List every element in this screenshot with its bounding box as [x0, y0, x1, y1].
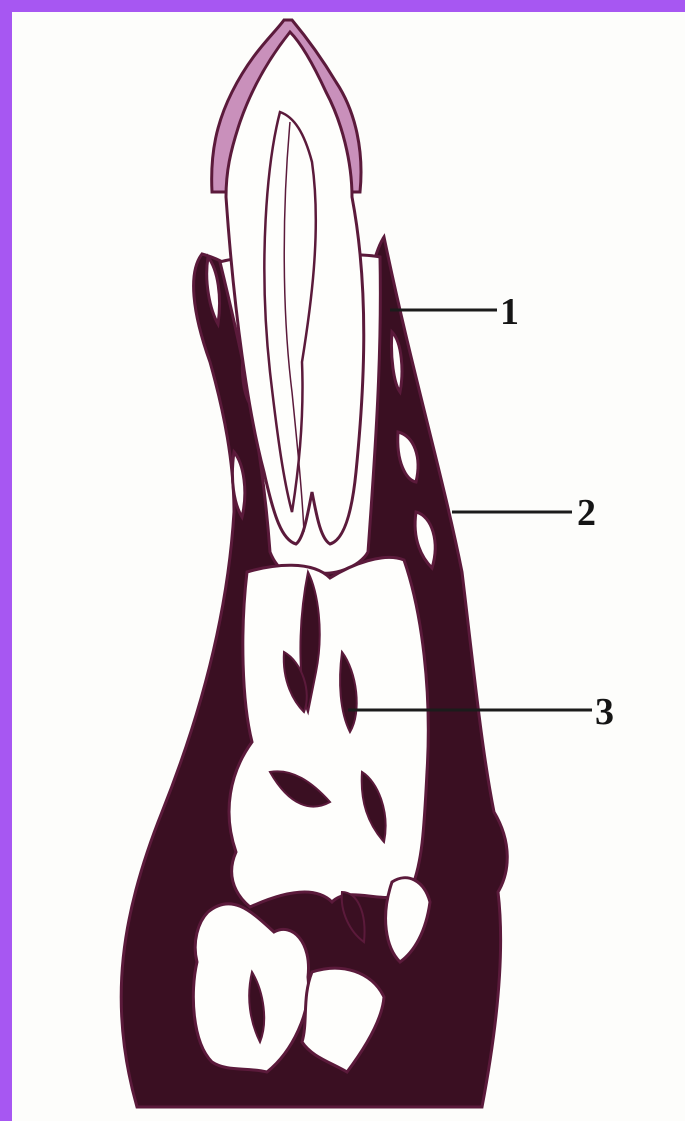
label-2: 2	[577, 492, 596, 534]
tooth-socket-diagram: 1 2 3	[12, 12, 685, 1121]
diagram-frame: 1 2 3	[12, 12, 685, 1121]
label-3: 3	[595, 691, 614, 733]
label-1: 1	[500, 291, 519, 333]
